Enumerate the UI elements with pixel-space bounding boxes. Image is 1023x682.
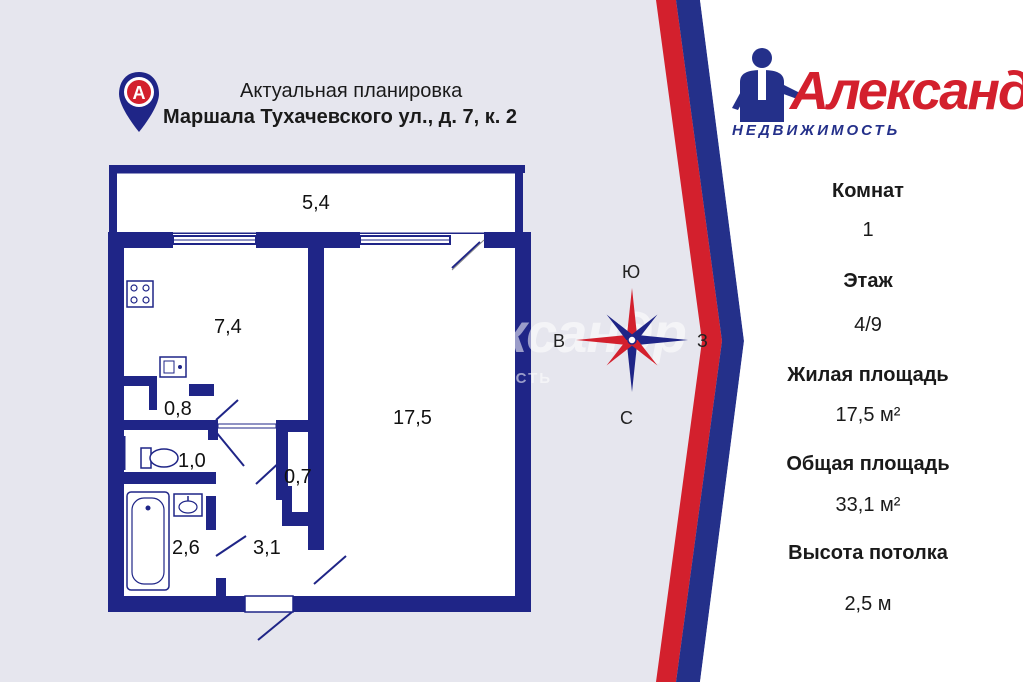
compass-rose-icon — [576, 288, 688, 392]
bathroom-sink-icon — [173, 493, 203, 517]
floor-value: 4/9 — [854, 314, 882, 336]
red-band — [656, 0, 722, 682]
windows — [172, 235, 451, 245]
toilet-icon — [140, 447, 179, 469]
pin-letter: A — [133, 83, 146, 103]
rooms-count-value: 1 — [862, 219, 874, 241]
ceiling-height-value: 2,5 м — [844, 593, 892, 615]
compass-north-label: С — [620, 408, 633, 428]
balcony-side-right — [515, 165, 523, 235]
living-area-value: 17,5 м² — [835, 404, 901, 426]
blue-band — [676, 0, 744, 682]
interior-walls — [124, 248, 324, 598]
balcony-area-label: 5,4 — [302, 192, 330, 214]
balcony-door — [451, 241, 481, 269]
watermark-sub: НЕДВИЖИМОСТЬ — [396, 370, 553, 387]
pantry-area-label: 0,8 — [164, 398, 192, 420]
plan-address: Маршала Тухачевского ул., д. 7, к. 2 — [163, 106, 517, 128]
hall-area-label: 3,1 — [253, 537, 281, 559]
plan-title: Актуальная планировка — [240, 80, 463, 102]
floor-plan — [108, 165, 531, 641]
location-pin-icon: A — [119, 72, 159, 132]
bathroom-area-label: 2,6 — [172, 537, 200, 559]
closet-area-label: 0,7 — [284, 466, 312, 488]
toilet-area-label: 1,0 — [178, 450, 206, 472]
kitchen-area-label: 7,4 — [214, 316, 242, 338]
living-area-label: Жилая площадь — [787, 364, 949, 386]
outer-walls — [108, 232, 531, 612]
total-area-label: Общая площадь — [786, 453, 950, 475]
ceiling-height-label: Высота потолка — [788, 542, 948, 564]
kitchen-sink-icon — [159, 356, 187, 378]
compass-west-label: З — [697, 331, 708, 351]
balcony-side-left — [109, 165, 117, 235]
mascot-man-icon — [732, 48, 802, 122]
bathtub-icon — [126, 491, 170, 591]
entrance-threshold — [244, 595, 294, 613]
floor-label: Этаж — [843, 270, 893, 292]
rooms-count-label: Комнат — [832, 180, 904, 202]
door-swings — [215, 399, 347, 641]
info-panel — [700, 0, 1023, 682]
living-room-area-label: 17,5 — [393, 407, 432, 429]
brand-subtitle: НЕДВИЖИМОСТЬ — [732, 122, 901, 139]
compass-south-label: Ю — [622, 262, 641, 282]
balcony-rail — [109, 165, 525, 173]
brand-name: Александр — [790, 61, 1023, 121]
stove-icon — [126, 280, 154, 308]
total-area-value: 33,1 м² — [835, 494, 901, 516]
compass-east-label: В — [553, 331, 566, 351]
